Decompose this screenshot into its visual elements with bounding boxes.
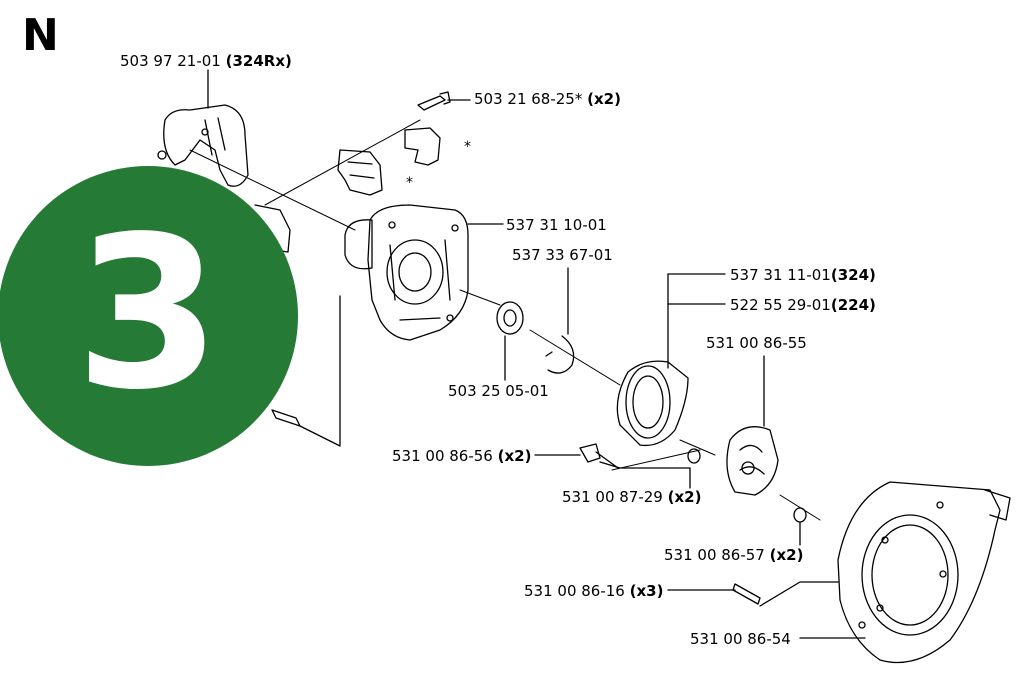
part-number: 531 00 86-54 <box>690 630 791 648</box>
part-label-p13[interactable]: 531 00 86-54 <box>690 630 791 648</box>
handle-bracket <box>163 104 249 187</box>
part-number: 522 55 29-01 <box>730 296 831 314</box>
part-label-p2[interactable]: 503 21 68-25* (x2) <box>474 90 621 108</box>
part-number: 537 31 11-01 <box>730 266 831 284</box>
clutch-shoes <box>726 426 779 496</box>
part-label-p12[interactable]: 531 00 86-16 (x3) <box>524 582 663 600</box>
shoulder-bolt <box>579 443 619 469</box>
clutch-cover <box>837 481 1001 664</box>
clamp-upper <box>404 127 441 166</box>
screw-top <box>417 91 451 111</box>
part-note: (x2) <box>587 90 621 108</box>
part-number: 531 00 87-29 <box>562 488 663 506</box>
part-label-p7[interactable]: 531 00 86-55 <box>706 334 807 352</box>
leader-bolt <box>299 295 341 447</box>
bolt-left <box>271 409 301 427</box>
asterisk-marker: * <box>464 139 471 155</box>
part-label-p11[interactable]: 531 00 86-57 (x2) <box>664 546 803 564</box>
washer-b <box>793 507 807 523</box>
part-number: 531 00 86-55 <box>706 334 807 352</box>
section-letter: N <box>22 10 59 61</box>
part-note: (x2) <box>667 488 702 506</box>
leader-p5 <box>667 273 726 369</box>
part-label-p8[interactable]: 503 25 05-01 <box>448 382 549 400</box>
bearing <box>496 301 524 335</box>
part-number: 531 00 86-57 <box>664 546 765 564</box>
part-number: 503 25 05-01 <box>448 382 549 400</box>
part-label-p10[interactable]: 531 00 87-29 (x2) <box>562 488 701 506</box>
step-number-badge: 3 <box>0 166 298 466</box>
washer-a <box>687 448 701 464</box>
part-label-p4[interactable]: 537 33 67-01 <box>512 246 613 264</box>
part-note: (324Rx) <box>225 52 292 70</box>
part-label-p3[interactable]: 537 31 10-01 <box>506 216 607 234</box>
part-note: (324) <box>830 266 876 284</box>
circlip <box>545 335 575 374</box>
part-label-p9[interactable]: 531 00 86-56 (x2) <box>392 447 531 465</box>
part-number: 531 00 86-56 <box>392 447 493 465</box>
part-note: (x2) <box>769 546 804 564</box>
gear-housing <box>367 204 469 341</box>
part-label-p5[interactable]: 537 31 11-01(324) <box>730 266 876 284</box>
leader-cover <box>759 581 839 607</box>
part-note: (x2) <box>497 447 532 465</box>
part-label-p1[interactable]: 503 97 21-01 (324Rx) <box>120 52 292 70</box>
part-number: 537 31 10-01 <box>506 216 607 234</box>
leader-p10 <box>599 461 691 489</box>
part-label-p6[interactable]: 522 55 29-01(224) <box>730 296 876 314</box>
clutch-drum <box>616 360 689 447</box>
part-note: (x3) <box>629 582 664 600</box>
screw-bottom <box>732 583 761 605</box>
part-number: 537 33 67-01 <box>512 246 613 264</box>
step-number: 3 <box>74 191 222 436</box>
clamp-lower <box>337 149 383 196</box>
part-number: 531 00 86-16 <box>524 582 625 600</box>
part-number: 503 21 68-25* <box>474 90 583 108</box>
part-number: 503 97 21-01 <box>120 52 221 70</box>
asterisk-marker: * <box>406 175 413 191</box>
part-note: (224) <box>830 296 876 314</box>
